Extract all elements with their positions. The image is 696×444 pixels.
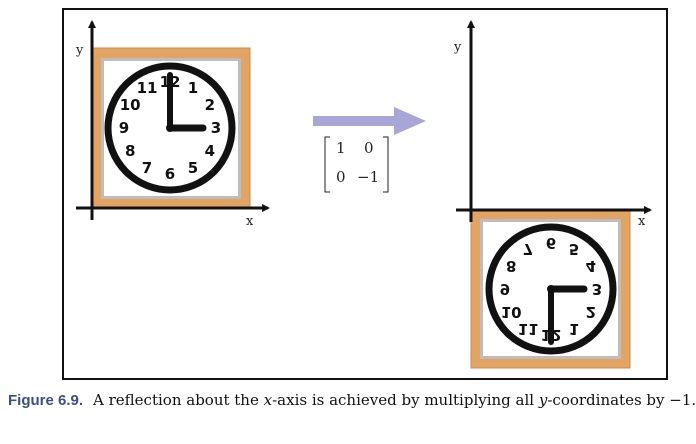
clock-number: 4 (586, 257, 596, 275)
caption-text: -coordinates by −1. (547, 391, 696, 409)
right-y-axis-label: y (453, 40, 462, 55)
figure-frame (62, 8, 668, 380)
clock-number: 3 (592, 280, 602, 298)
clock-number: 2 (205, 96, 215, 114)
caption-text: A reflection about the (93, 391, 264, 409)
clock-number: 8 (506, 257, 516, 275)
left-axes: x y (75, 20, 270, 229)
clock-number: 8 (125, 142, 135, 160)
left-x-axis-label: x (246, 214, 254, 229)
clock-number: 4 (205, 142, 215, 160)
clock-number: 12 (160, 73, 181, 91)
caption-label: Figure 6.9. (8, 392, 84, 409)
clock-number: 5 (188, 159, 198, 177)
clock-number: 10 (501, 303, 522, 321)
clock-number: 7 (523, 240, 533, 258)
clock-number: 11 (518, 320, 539, 338)
clock-number: 1 (188, 79, 198, 97)
clock-number: 12 (541, 326, 562, 344)
clock-number: 1 (569, 320, 579, 338)
transform-matrix: 1 0 0 −1 (324, 136, 389, 193)
right-axes: x y (453, 20, 652, 229)
matrix-cell: −1 (357, 168, 379, 186)
caption-text: -axis is achieved by multiplying all (272, 391, 539, 409)
clock-number: 5 (569, 240, 579, 258)
clock-number: 10 (120, 96, 141, 114)
left-y-axis-label: y (75, 43, 84, 58)
caption-text: x (263, 391, 273, 409)
caption-text: y (538, 391, 548, 409)
clock-number: 9 (500, 280, 510, 298)
clock-number: 6 (165, 165, 175, 183)
clock-number: 9 (119, 119, 129, 137)
clock-number: 6 (546, 234, 556, 252)
right-x-axis-label: x (638, 214, 646, 229)
clock-number: 3 (211, 119, 221, 137)
matrix-cell: 0 (364, 139, 374, 157)
matrix-cell: 0 (336, 168, 346, 186)
figure-caption: Figure 6.9. A reflection about the x-axis… (8, 391, 696, 409)
clock-number: 2 (586, 303, 596, 321)
right-arrow-icon (313, 107, 426, 135)
clock-number: 11 (137, 79, 158, 97)
matrix-cell: 1 (336, 139, 346, 157)
clock-number: 7 (142, 159, 152, 177)
